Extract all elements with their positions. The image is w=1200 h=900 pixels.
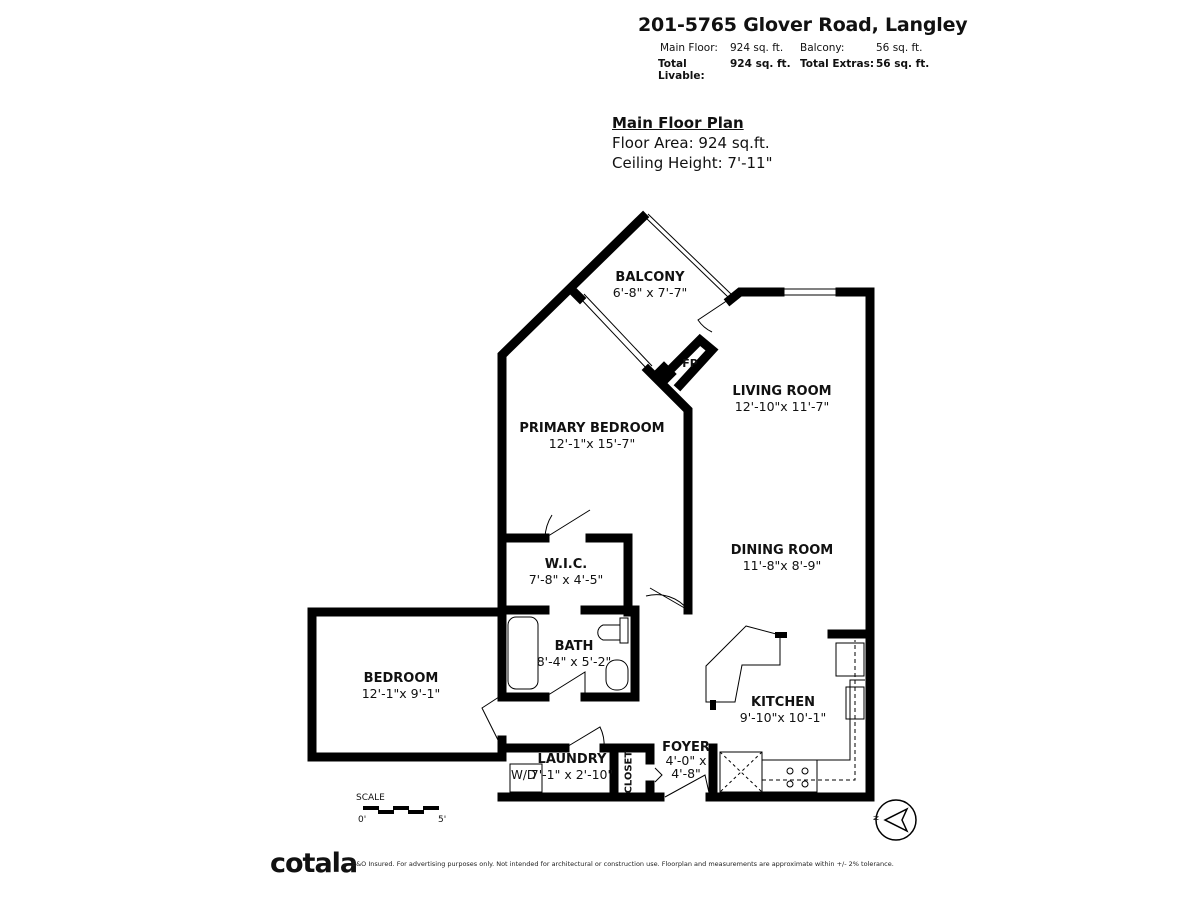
compass-north-icon xyxy=(875,799,917,841)
room-wic: W.I.C. 7'-8" x 4'-5" xyxy=(529,557,604,587)
room-dims: 8'-4" x 5'-2" xyxy=(536,654,612,669)
room-closet: CLOSET xyxy=(623,750,635,794)
room-bath: BATH 8'-4" x 5'-2" xyxy=(537,639,612,669)
kitchen-island xyxy=(705,625,781,703)
room-name: FOYER xyxy=(662,740,710,755)
room-dims: 12'-1"x 9'-1" xyxy=(361,686,441,701)
scale-bar xyxy=(363,806,439,814)
counter xyxy=(817,679,865,761)
toilet xyxy=(597,624,621,641)
room-dims: 7'-1" x 2'-10" xyxy=(530,767,614,782)
room-name: FP xyxy=(682,357,698,370)
room-name: PRIMARY BEDROOM xyxy=(519,421,665,436)
total-livable-value: 924 sq. ft. xyxy=(730,58,791,70)
room-name: KITCHEN xyxy=(751,695,815,710)
room-bedroom: BEDROOM 12'-1"x 9'-1" xyxy=(362,671,441,701)
room-primary-bedroom: PRIMARY BEDROOM 12'-1"x 15'-7" xyxy=(519,421,664,451)
room-name: LAUNDRY xyxy=(537,752,607,767)
plan-heading-block: Main Floor Plan Floor Area: 924 sq.ft. C… xyxy=(612,113,772,173)
bathtub xyxy=(507,616,539,690)
closet-door xyxy=(654,767,663,783)
room-dining: DINING ROOM 11'-8"x 8'-9" xyxy=(731,543,833,573)
wic-door xyxy=(544,509,591,539)
laundry-door xyxy=(564,726,605,749)
ceiling-height: Ceiling Height: 7'-11" xyxy=(612,154,773,172)
room-name: DINING ROOM xyxy=(730,543,834,558)
balcony-label: Balcony: xyxy=(800,42,845,54)
room-foyer: FOYER 4'-0" x 4'-8" xyxy=(662,741,710,780)
property-address: 201-5765 Glover Road, Langley xyxy=(638,14,968,36)
fireplace-column xyxy=(651,361,677,387)
washer-dryer-label: W/D xyxy=(511,768,537,782)
scale-end: 5' xyxy=(438,815,447,825)
room-name: LIVING ROOM xyxy=(732,384,832,399)
main-floor-value: 924 sq. ft. xyxy=(730,42,784,54)
front-door xyxy=(664,774,711,798)
primary-bedroom-door xyxy=(645,587,689,611)
balcony-railing xyxy=(644,216,729,298)
plan-heading: Main Floor Plan xyxy=(612,114,744,132)
room-balcony: BALCONY 6'-8" x 7'-7" xyxy=(613,270,688,300)
room-dims: 12'-1"x 15'-7" xyxy=(548,436,636,451)
wall-living-top-left xyxy=(723,287,785,307)
floor-area: Floor Area: 924 sq.ft. xyxy=(612,134,770,152)
room-laundry: LAUNDRY 7'-1" x 2'-10" xyxy=(531,752,614,782)
cotala-logo: cotala xyxy=(270,848,358,879)
bedroom-door xyxy=(481,694,503,741)
room-name: W.I.C. xyxy=(544,557,588,572)
room-living: LIVING ROOM 12'-10"x 11'-7" xyxy=(732,384,831,414)
wall-living-right xyxy=(835,287,875,802)
bath-sink xyxy=(605,659,629,691)
room-name: BALCONY xyxy=(615,270,685,285)
wall-primary-outer xyxy=(497,210,650,615)
bedroom-window xyxy=(579,297,649,371)
room-dims: 6'-8" x 7'-7" xyxy=(612,285,688,300)
balcony-value: 56 sq. ft. xyxy=(876,42,923,54)
room-fireplace: FP xyxy=(682,357,698,370)
wall-primary-right xyxy=(641,363,693,615)
disclaimer: E&O Insured. For advertising purposes on… xyxy=(352,860,894,868)
compass-label: N xyxy=(872,815,881,821)
living-window xyxy=(779,288,841,296)
scale-label: SCALE xyxy=(356,793,385,803)
room-name: BATH xyxy=(554,639,594,654)
fireplace-walls xyxy=(653,333,719,392)
kitchen-sink xyxy=(845,686,865,720)
bath-door xyxy=(544,671,586,698)
room-kitchen: KITCHEN 9'-10"x 10'-1" xyxy=(740,695,826,725)
wall-bedroom-window-left xyxy=(565,283,587,305)
room-dims: 7'-8" x 4'-5" xyxy=(528,572,604,587)
room-dims: 12'-10"x 11'-7" xyxy=(734,399,830,414)
main-floor-label: Main Floor: xyxy=(660,42,718,54)
dishwasher xyxy=(835,642,865,677)
area-summary: Main Floor: 924 sq. ft. Balcony: 56 sq. … xyxy=(658,42,930,82)
total-extras-value: 56 sq. ft. xyxy=(876,58,930,70)
room-dims: 9'-10"x 10'-1" xyxy=(739,710,827,725)
room-dims: 4'-8" xyxy=(671,766,701,781)
stove xyxy=(761,759,818,793)
room-name: BEDROOM xyxy=(363,671,439,686)
total-extras-label: Total Extras: xyxy=(800,58,875,70)
scale-start: 0' xyxy=(358,815,367,825)
walls xyxy=(307,210,875,802)
total-livable-label: Total Livable: xyxy=(658,58,705,82)
room-dims: 4'-0" x xyxy=(665,753,707,768)
washer-dryer xyxy=(509,763,543,793)
room-dims: 11'-8"x 8'-9" xyxy=(742,558,822,573)
balcony-door xyxy=(697,299,729,333)
